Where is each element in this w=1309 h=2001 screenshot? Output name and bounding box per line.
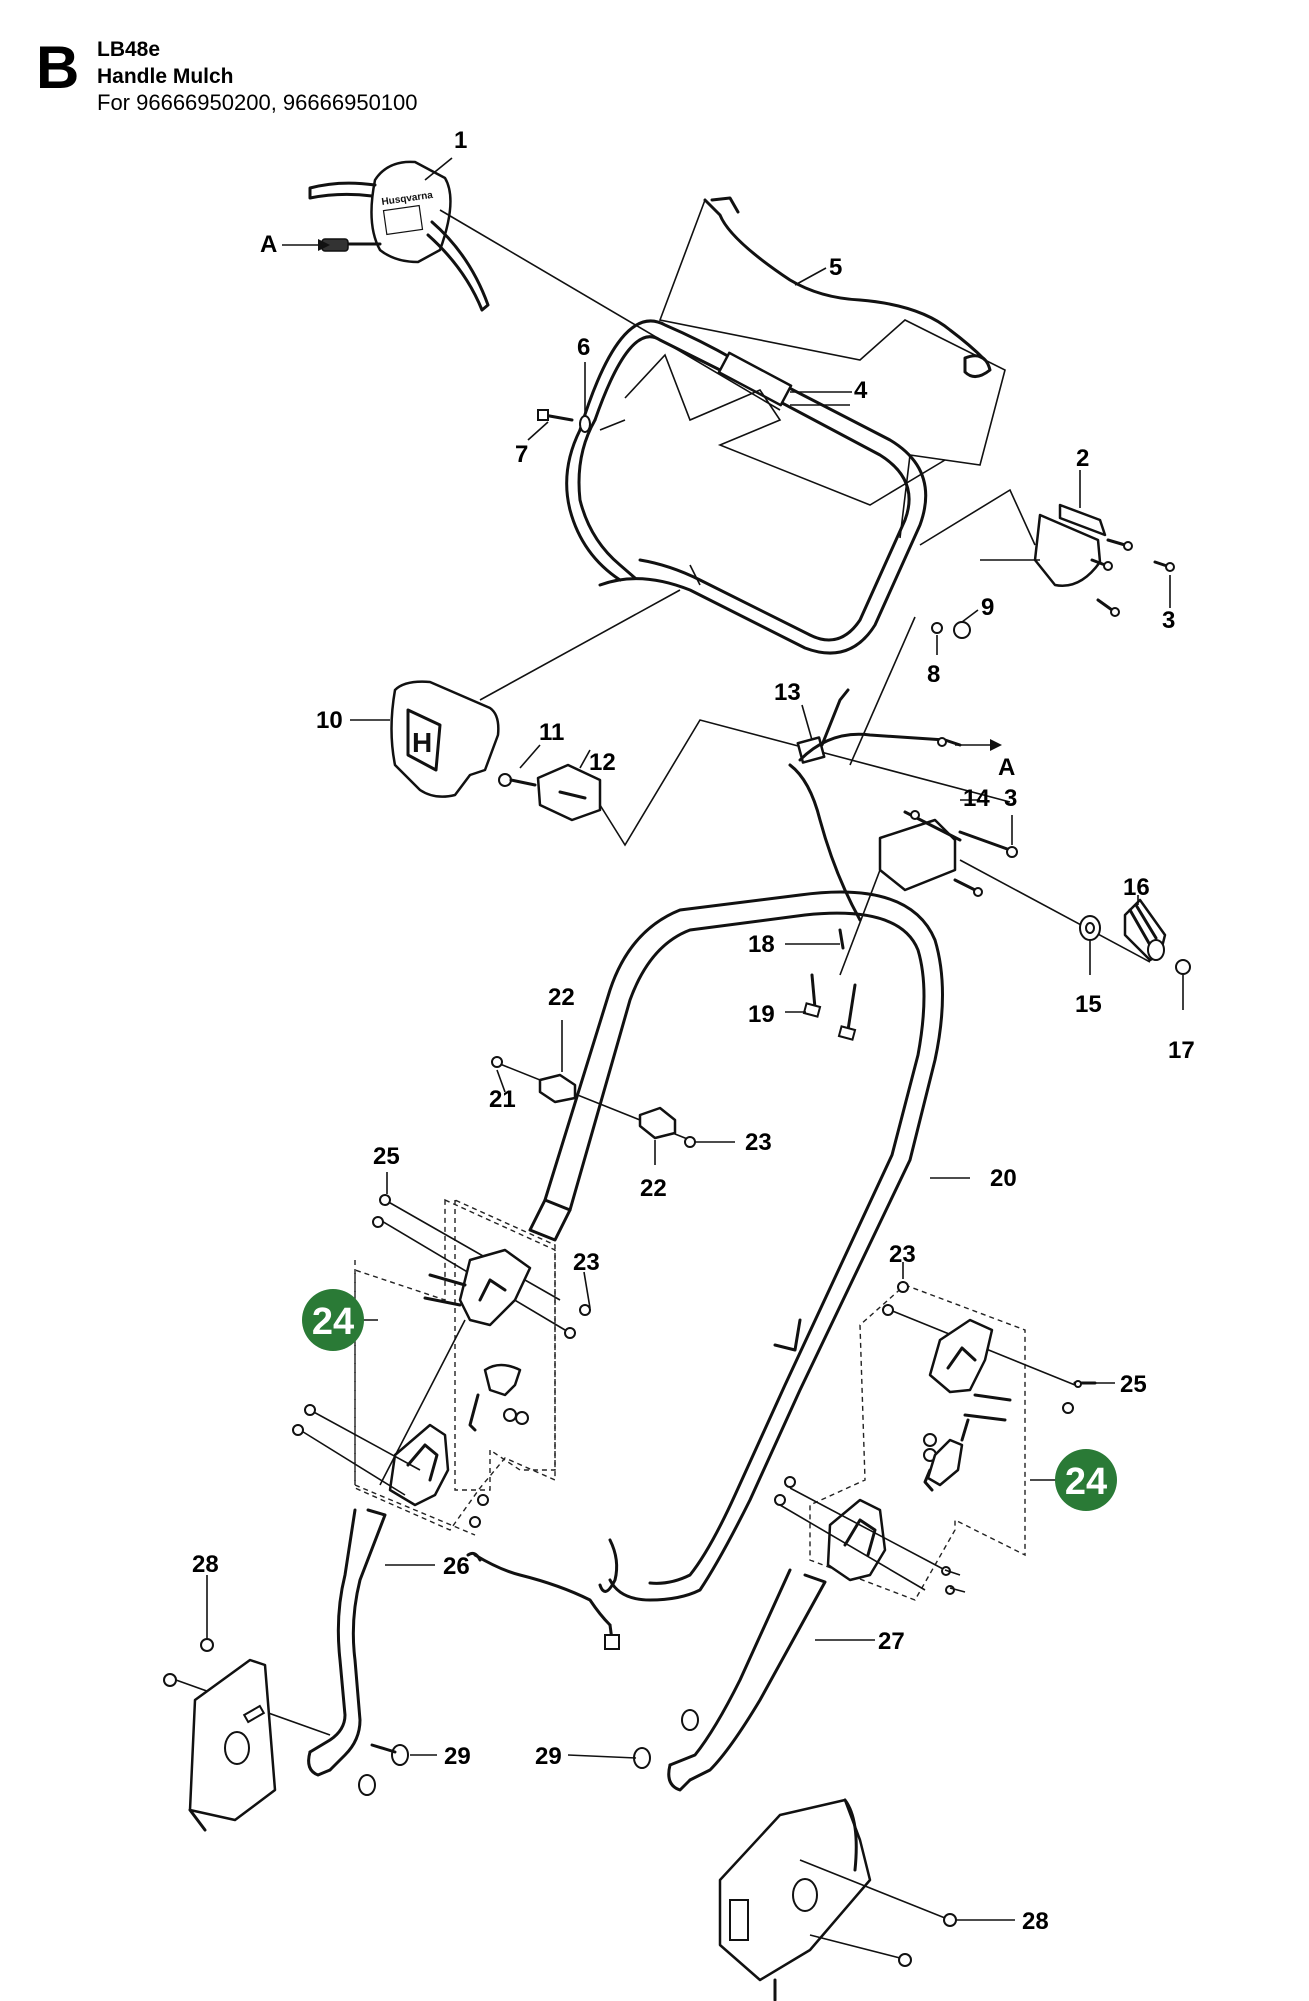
callout-3a: 3	[1162, 607, 1175, 634]
group-24-right-box	[809, 1284, 1026, 1601]
part-12-clamp	[536, 719, 1011, 847]
callout-24-right-badge: 24	[1055, 1449, 1117, 1511]
right-latch-assembly	[774, 1262, 1115, 1595]
callout-15: 15	[1075, 991, 1102, 1018]
part-13-cable-guide	[796, 688, 850, 764]
callout-29b: 29	[535, 1743, 562, 1770]
arrow-label-a-left: A	[260, 231, 277, 258]
part-18-19-bolts	[785, 869, 881, 1041]
section-letter: B	[36, 34, 79, 101]
callout-5: 5	[829, 254, 842, 281]
callout-28a: 28	[192, 1551, 219, 1578]
callout-1-leader	[424, 157, 453, 181]
callout-11: 11	[539, 719, 564, 746]
callout-29a: 29	[444, 1743, 471, 1770]
part-15-washer	[1079, 915, 1101, 975]
callout-24b: 24	[1065, 1461, 1107, 1503]
callout-2: 2	[1076, 445, 1089, 472]
callout-4: 4	[854, 377, 868, 404]
part-4-outline	[624, 353, 946, 506]
callout-24-left-badge: 24	[302, 1289, 364, 1351]
part-2-cable-clip	[919, 470, 1133, 617]
part-21-22-23-clamp	[491, 1020, 735, 1165]
part-29-right-spacer	[567, 1709, 699, 1769]
knob-leader	[959, 859, 1151, 963]
callout-21: 21	[489, 1086, 516, 1113]
callout-7: 7	[515, 441, 528, 468]
callout-9: 9	[981, 594, 994, 621]
callout-25a: 25	[373, 1143, 400, 1170]
part-4-upper-handle	[565, 319, 928, 655]
callout-23c: 23	[889, 1241, 916, 1268]
part-16-knob	[1123, 895, 1167, 962]
part-27-right-tube	[667, 1568, 875, 1792]
callout-17: 17	[1168, 1037, 1195, 1064]
part-5-cable-bracket	[703, 198, 987, 362]
callout-26: 26	[443, 1553, 470, 1580]
callout-5-leader	[794, 267, 827, 286]
callout-22a: 22	[548, 984, 575, 1011]
arrow-a-left-head	[318, 239, 330, 251]
callout-20: 20	[990, 1165, 1017, 1192]
part-20-main-handle	[528, 890, 970, 1602]
part-29-left-spacer	[358, 1743, 437, 1796]
part-1-control-console: Husqvarna	[308, 160, 490, 312]
part-14-bracket	[878, 799, 1018, 897]
part-6-7-screw-washer	[527, 362, 626, 441]
callout-28b: 28	[1022, 1908, 1049, 1935]
part-28-right-bracket	[718, 1798, 1015, 2001]
callout-1: 1	[454, 127, 467, 154]
part-3-screw-top	[1153, 560, 1175, 608]
callout-3b: 3	[1004, 785, 1017, 812]
callout-13: 13	[774, 679, 801, 706]
part-5-outline	[658, 199, 1006, 539]
badge-circle	[302, 1289, 364, 1351]
part-11-screw	[498, 744, 541, 787]
callout-24a: 24	[312, 1301, 354, 1343]
callout-12: 12	[589, 749, 616, 776]
callout-27: 27	[878, 1628, 905, 1655]
cable-2	[798, 732, 962, 762]
callout-6: 6	[577, 334, 590, 361]
callout-8: 8	[927, 661, 940, 688]
callout-23b: 23	[573, 1249, 600, 1276]
part-26-left-tube	[307, 1508, 435, 1777]
callout-23a: 23	[745, 1129, 772, 1156]
group-24-left-outline	[354, 1198, 556, 1536]
applicability-text: For 96666950200, 96666950100	[97, 90, 418, 115]
assembly-name: Handle Mulch	[97, 65, 234, 88]
console-leader	[439, 209, 781, 411]
left-latch-assembly	[292, 1194, 591, 1528]
callout-16: 16	[1123, 874, 1150, 901]
callout-14: 14	[963, 785, 990, 812]
husqvarna-logo-mark: H	[412, 727, 432, 758]
arrow-label-a-right: A	[998, 754, 1015, 781]
part-17-nut	[1175, 959, 1191, 1010]
callout-22b: 22	[640, 1175, 667, 1202]
arrow-a-right-head	[990, 739, 1002, 751]
callout-25b: 25	[1120, 1371, 1147, 1398]
group-24-left-box	[354, 1198, 556, 1531]
model-name: LB48e	[97, 38, 160, 61]
part-8-9-nut	[849, 609, 979, 766]
badge-circle	[1055, 1449, 1117, 1511]
callout-19: 19	[748, 1001, 775, 1028]
part-28-left-bracket	[163, 1575, 331, 1832]
callout-10: 10	[316, 707, 343, 734]
part-10-housing: H	[350, 589, 681, 798]
cable-1	[788, 763, 862, 922]
cable-lower	[473, 1553, 612, 1627]
callout-18: 18	[748, 931, 775, 958]
